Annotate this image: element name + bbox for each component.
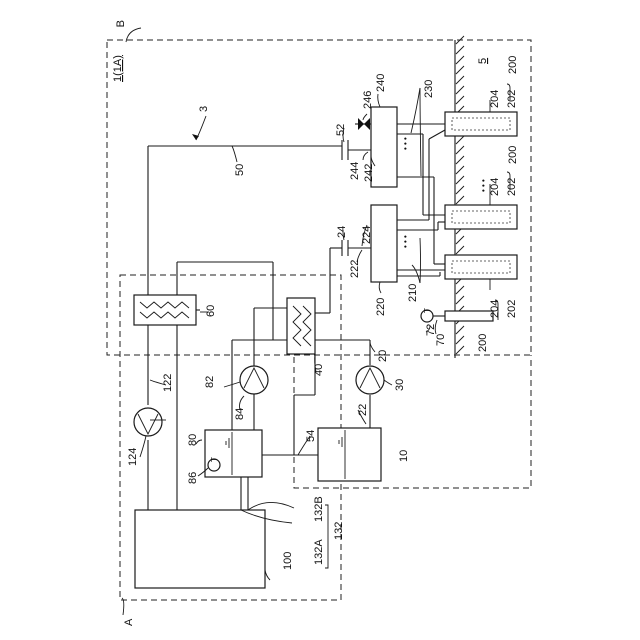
label-system: 1(1A) — [112, 55, 124, 82]
tank-80 — [205, 430, 262, 477]
label-zone-a: A — [123, 618, 135, 626]
label-52: 52 — [335, 124, 347, 136]
label-10: 10 — [398, 450, 410, 462]
label-200-mid: 200 — [507, 146, 519, 164]
label-132B: 132B — [313, 496, 325, 522]
label-80: 80 — [187, 434, 199, 446]
label-224: 224 — [361, 226, 373, 244]
header-220 — [371, 205, 397, 282]
sensor-t-86: T — [210, 457, 219, 462]
pump-82 — [240, 366, 268, 394]
label-246: 246 — [362, 91, 374, 109]
coupler-52 — [342, 140, 371, 160]
label-zone-b: B — [115, 20, 127, 27]
label-40: 40 — [313, 364, 325, 376]
label-204-bot: 204 — [489, 300, 501, 318]
ground-surface — [455, 36, 464, 358]
well-middle — [445, 205, 517, 229]
pump-124 — [134, 408, 162, 436]
label-22: 22 — [357, 404, 369, 416]
label-230: 230 — [423, 80, 435, 98]
label-124: 124 — [127, 448, 139, 466]
label-202-bot: 202 — [506, 300, 518, 318]
coupler-24 — [315, 240, 371, 313]
unit-100 — [135, 510, 265, 588]
label-24: 24 — [336, 226, 348, 238]
sensor-well-70 — [445, 311, 493, 321]
label-82: 82 — [204, 376, 216, 388]
label-200-bot: 200 — [477, 334, 489, 352]
label-60: 60 — [205, 305, 217, 317]
label-3: 3 — [198, 106, 210, 112]
label-202-mid: 202 — [506, 178, 518, 196]
label-222: 222 — [349, 260, 361, 278]
label-200-top: 200 — [507, 56, 519, 74]
sensor-t-72: T — [423, 308, 432, 313]
pump-30 — [356, 366, 384, 394]
label-132A: 132A — [313, 539, 325, 565]
heat-exchanger-40 — [287, 298, 315, 354]
label-54: 54 — [305, 430, 317, 442]
label-244: 244 — [349, 162, 361, 180]
label-204-mid: 204 — [489, 178, 501, 196]
well-top — [445, 112, 517, 136]
label-242: 242 — [363, 164, 375, 182]
label-84: 84 — [234, 408, 246, 420]
label-20: 20 — [377, 350, 389, 362]
well-bottom — [445, 255, 517, 279]
label-30: 30 — [394, 379, 406, 391]
label-86: 86 — [187, 472, 199, 484]
heat-exchanger-60 — [134, 295, 200, 325]
label-204-top: 204 — [489, 90, 501, 108]
label-ground: 5 — [477, 58, 489, 64]
label-100: 100 — [282, 552, 294, 570]
label-122: 122 — [162, 374, 174, 392]
ellipsis-220: • • • — [401, 235, 410, 248]
label-132: 132 — [333, 522, 345, 540]
label-220: 220 — [375, 298, 387, 316]
tank-10 — [318, 428, 381, 481]
ellipsis-wells: • • • — [479, 179, 488, 192]
brace-132 — [325, 505, 328, 568]
label-70: 70 — [435, 334, 447, 346]
ellipsis-240: • • • — [401, 137, 410, 150]
label-202-top: 202 — [506, 90, 518, 108]
label-240: 240 — [375, 74, 387, 92]
label-210: 210 — [407, 284, 419, 302]
label-50: 50 — [234, 164, 246, 176]
